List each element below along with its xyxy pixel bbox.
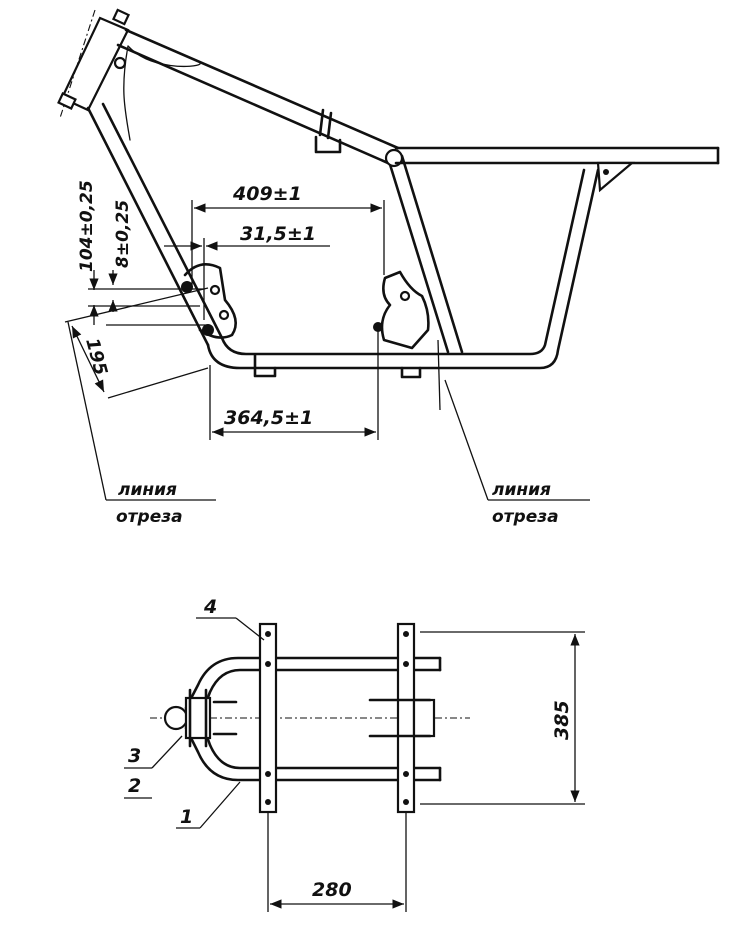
engine-bracket-rear	[373, 270, 430, 350]
steering-head	[57, 8, 131, 119]
frame-plan-view: 385 280 4 3 2 1	[124, 596, 585, 912]
cross-member-2	[396, 622, 416, 814]
cut-right-label-2: отреза	[492, 507, 559, 527]
callout-1-label: 1	[180, 806, 193, 828]
plan-tube-inner	[202, 668, 442, 770]
top-tube	[116, 28, 400, 165]
down-tube	[86, 102, 224, 347]
tab-left	[253, 353, 277, 378]
dimension-385: 385	[420, 631, 585, 805]
gusset	[123, 45, 201, 141]
cut-left-label-1: линия	[118, 480, 177, 500]
callout-3-label: 3	[128, 745, 141, 767]
callout-4: 4	[196, 596, 265, 641]
rear-rail	[394, 146, 720, 193]
callout-4-label: 4	[203, 596, 217, 618]
rear-plate	[412, 698, 436, 738]
dim-385-label: 385	[551, 700, 573, 740]
dim-409-label: 409±1	[232, 183, 302, 205]
dimension-364-5: 364,5±1	[209, 330, 379, 440]
dimension-31-5: 31,5±1	[164, 223, 330, 320]
cut-left-label-2: отреза	[116, 507, 183, 527]
tab-right	[400, 366, 422, 379]
engine-bracket-front	[181, 263, 237, 339]
callout-3-2: 3 2	[124, 735, 183, 799]
callout-2-label: 2	[128, 775, 141, 797]
cut-line-right: линия отреза	[437, 339, 590, 527]
dim-31-5-label: 31,5±1	[240, 223, 316, 245]
dimension-280: 280	[267, 812, 407, 912]
dim-8-label: 8±0,25	[113, 200, 133, 268]
plan-tube-outer	[184, 656, 442, 782]
dim-280-label: 280	[312, 879, 352, 901]
front-clamp	[163, 688, 238, 748]
dim-364-5-label: 364,5±1	[224, 407, 313, 429]
cut-line-left: линия отреза	[67, 321, 216, 527]
dim-195-label: 195	[81, 336, 111, 378]
cross-member-1	[258, 622, 278, 814]
dim-104-label: 104±0,25	[77, 180, 97, 272]
frame-side-view: 409±1 31,5±1 364,5±1 104±0,25 8±0,25	[57, 8, 720, 527]
bottom-rail	[206, 168, 600, 370]
dimension-vertical: 104±0,25 8±0,25	[77, 180, 208, 326]
callout-1: 1	[176, 781, 241, 829]
cut-right-label-1: линия	[492, 480, 551, 500]
dimension-409: 409±1	[191, 183, 385, 285]
seat-tube	[384, 148, 464, 354]
